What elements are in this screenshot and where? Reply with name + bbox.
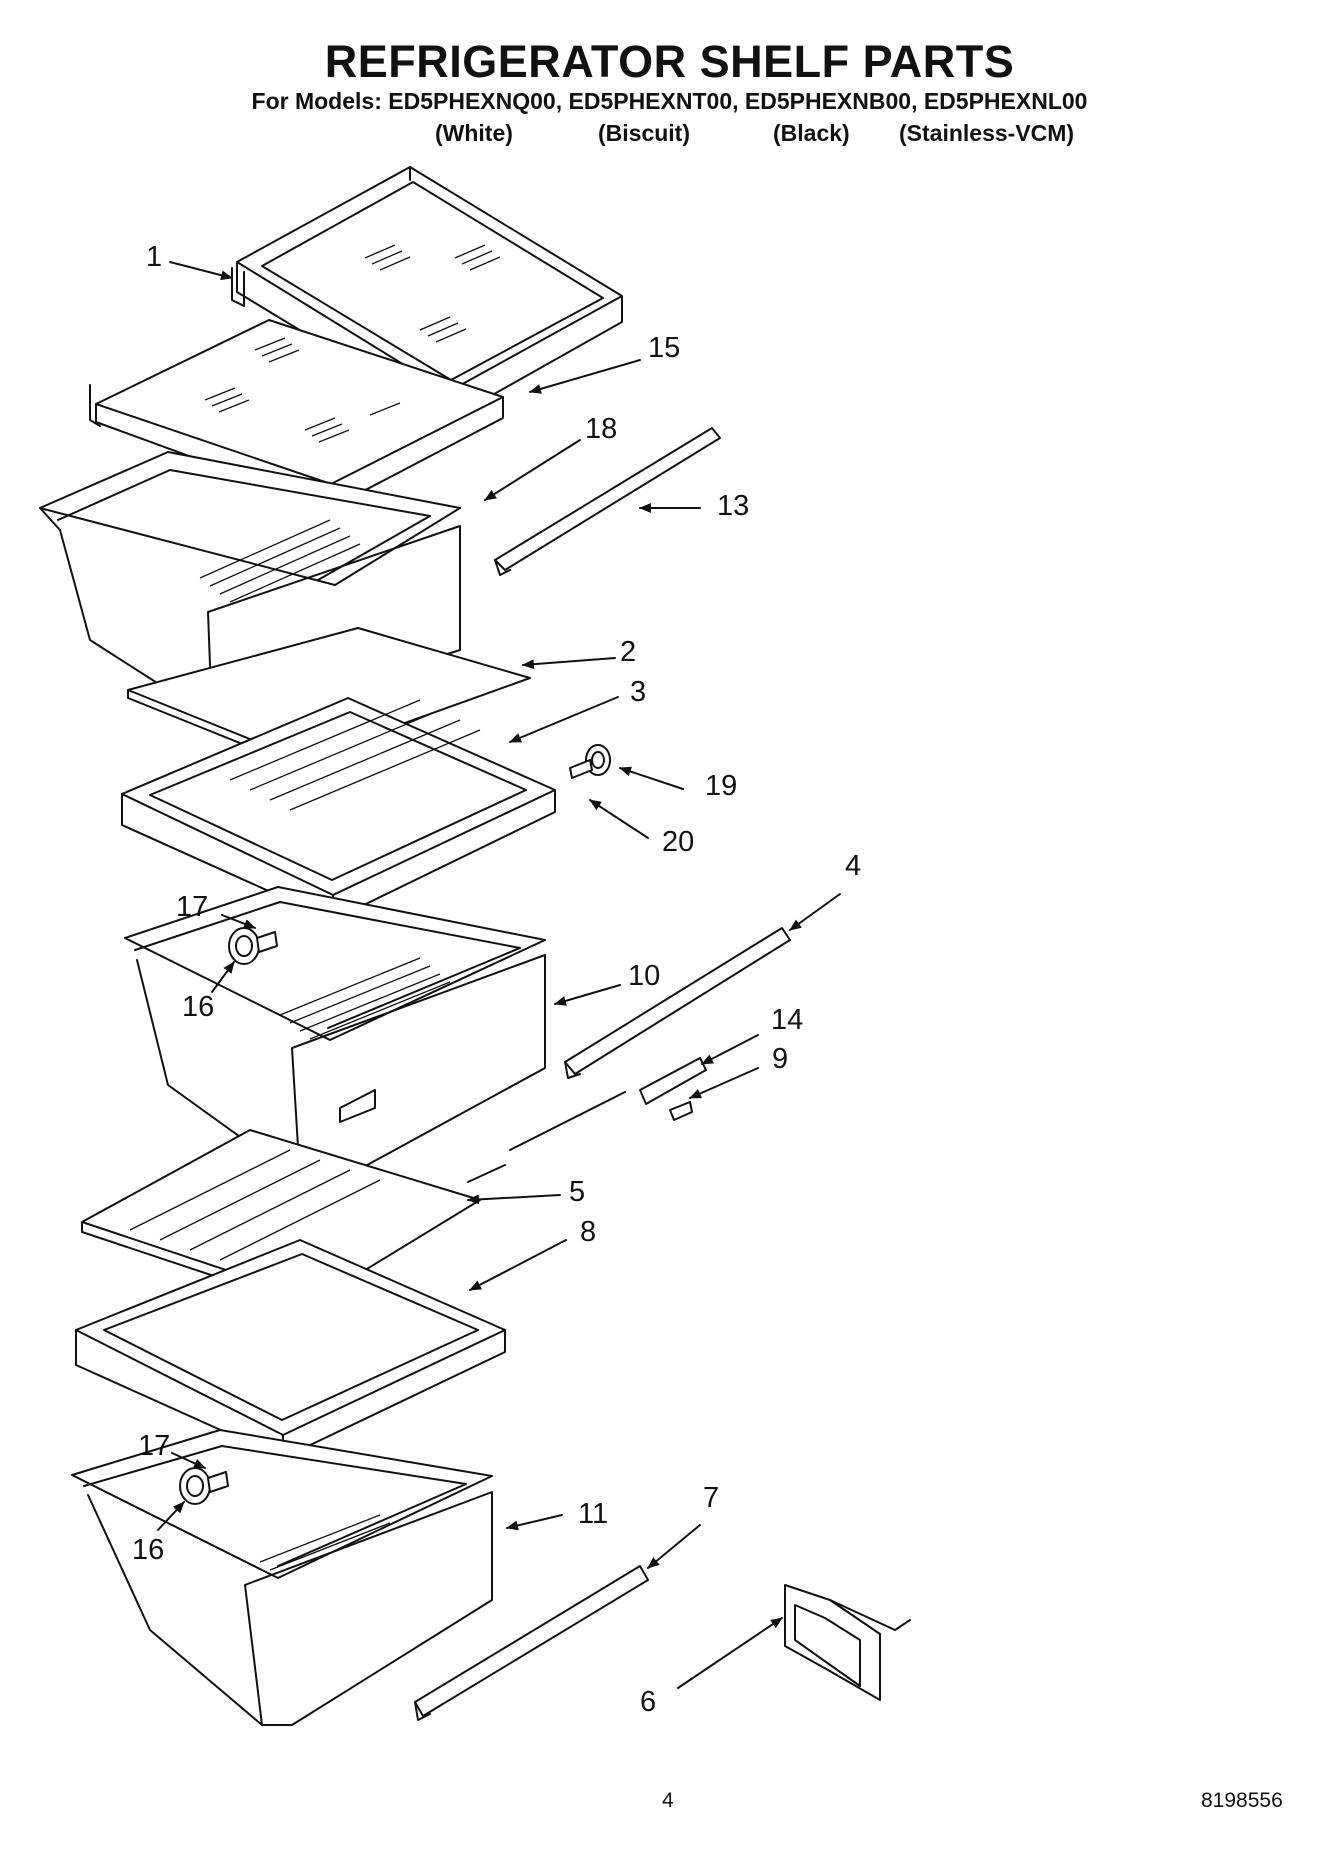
callout-2: 2 [620,636,637,668]
lower-crisper-drawer [71,1429,493,1726]
callout-16-lower: 16 [132,1534,165,1566]
callout-3: 3 [630,676,647,708]
callout-10: 10 [628,960,661,992]
cover-frame-part-3 [121,697,556,921]
variant-black: (Black) [773,120,850,146]
variant-stainless: (Stainless-VCM) [899,120,1075,146]
callout-16-upper: 16 [182,991,215,1023]
callout-19: 19 [705,770,738,802]
page-number: 4 [662,1789,674,1812]
variant-white: (White) [435,120,513,146]
leader-arrows [157,261,841,1689]
callout-18: 18 [585,413,618,445]
callout-7: 7 [703,1482,720,1514]
leader-line [467,1164,506,1183]
wheel-part-16-upper [228,927,278,965]
callout-9: 9 [772,1043,789,1075]
callout-17-upper: 17 [176,891,209,923]
callout-15: 15 [648,332,681,364]
callout-4: 4 [845,850,862,882]
trim-part-13 [494,427,721,576]
callout-8: 8 [580,1216,597,1248]
callout-1: 1 [146,241,163,273]
variant-biscuit: (Biscuit) [598,120,690,146]
callout-20: 20 [662,826,695,858]
bracket-part-9 [669,1101,693,1121]
callout-17-lower: 17 [138,1430,171,1462]
models-line: For Models: ED5PHEXNQ00, ED5PHEXNT00, ED… [251,88,1088,114]
badge-part-6 [784,1584,911,1701]
callout-13: 13 [717,490,750,522]
callout-5: 5 [569,1176,586,1208]
screw-part-20 [569,759,593,779]
callout-14: 14 [771,1004,804,1036]
page-title: REFRIGERATOR SHELF PARTS [324,36,1015,87]
callout-11: 11 [578,1498,609,1530]
bracket-part-14 [639,1057,707,1105]
document-number: 8198556 [1201,1789,1283,1812]
middle-crisper-drawer [124,886,546,1183]
callout-6: 6 [640,1686,657,1718]
cover-frame-part-8 [75,1239,506,1459]
trim-part-4 [564,927,791,1079]
trim-part-7 [414,1565,649,1721]
leader-line [509,1091,626,1151]
